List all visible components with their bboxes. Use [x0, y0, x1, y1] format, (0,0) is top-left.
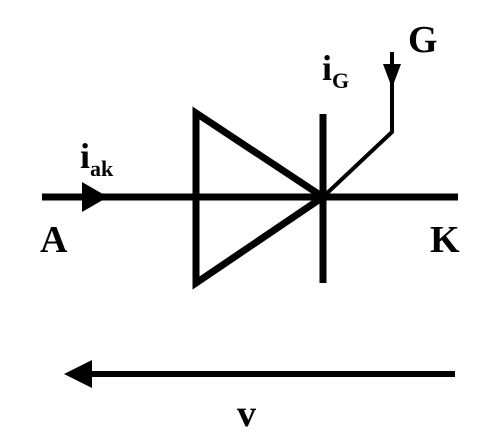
current-ak-subscript: ak [90, 156, 114, 181]
gate-current-arrowhead [383, 64, 401, 88]
current-ak-label: iak [80, 136, 114, 181]
current-ak-arrowhead [82, 182, 108, 212]
cathode-label: K [430, 219, 460, 261]
anode-label: A [40, 219, 68, 261]
current-g-symbol: i [322, 48, 332, 88]
gate-label: G [408, 19, 438, 61]
diode-triangle [192, 106, 330, 290]
current-ak-symbol: i [80, 136, 90, 176]
current-g-subscript: G [332, 68, 349, 93]
current-g-label: iG [322, 48, 349, 93]
voltage-arrowhead [64, 360, 92, 388]
voltage-label: v [237, 393, 256, 435]
